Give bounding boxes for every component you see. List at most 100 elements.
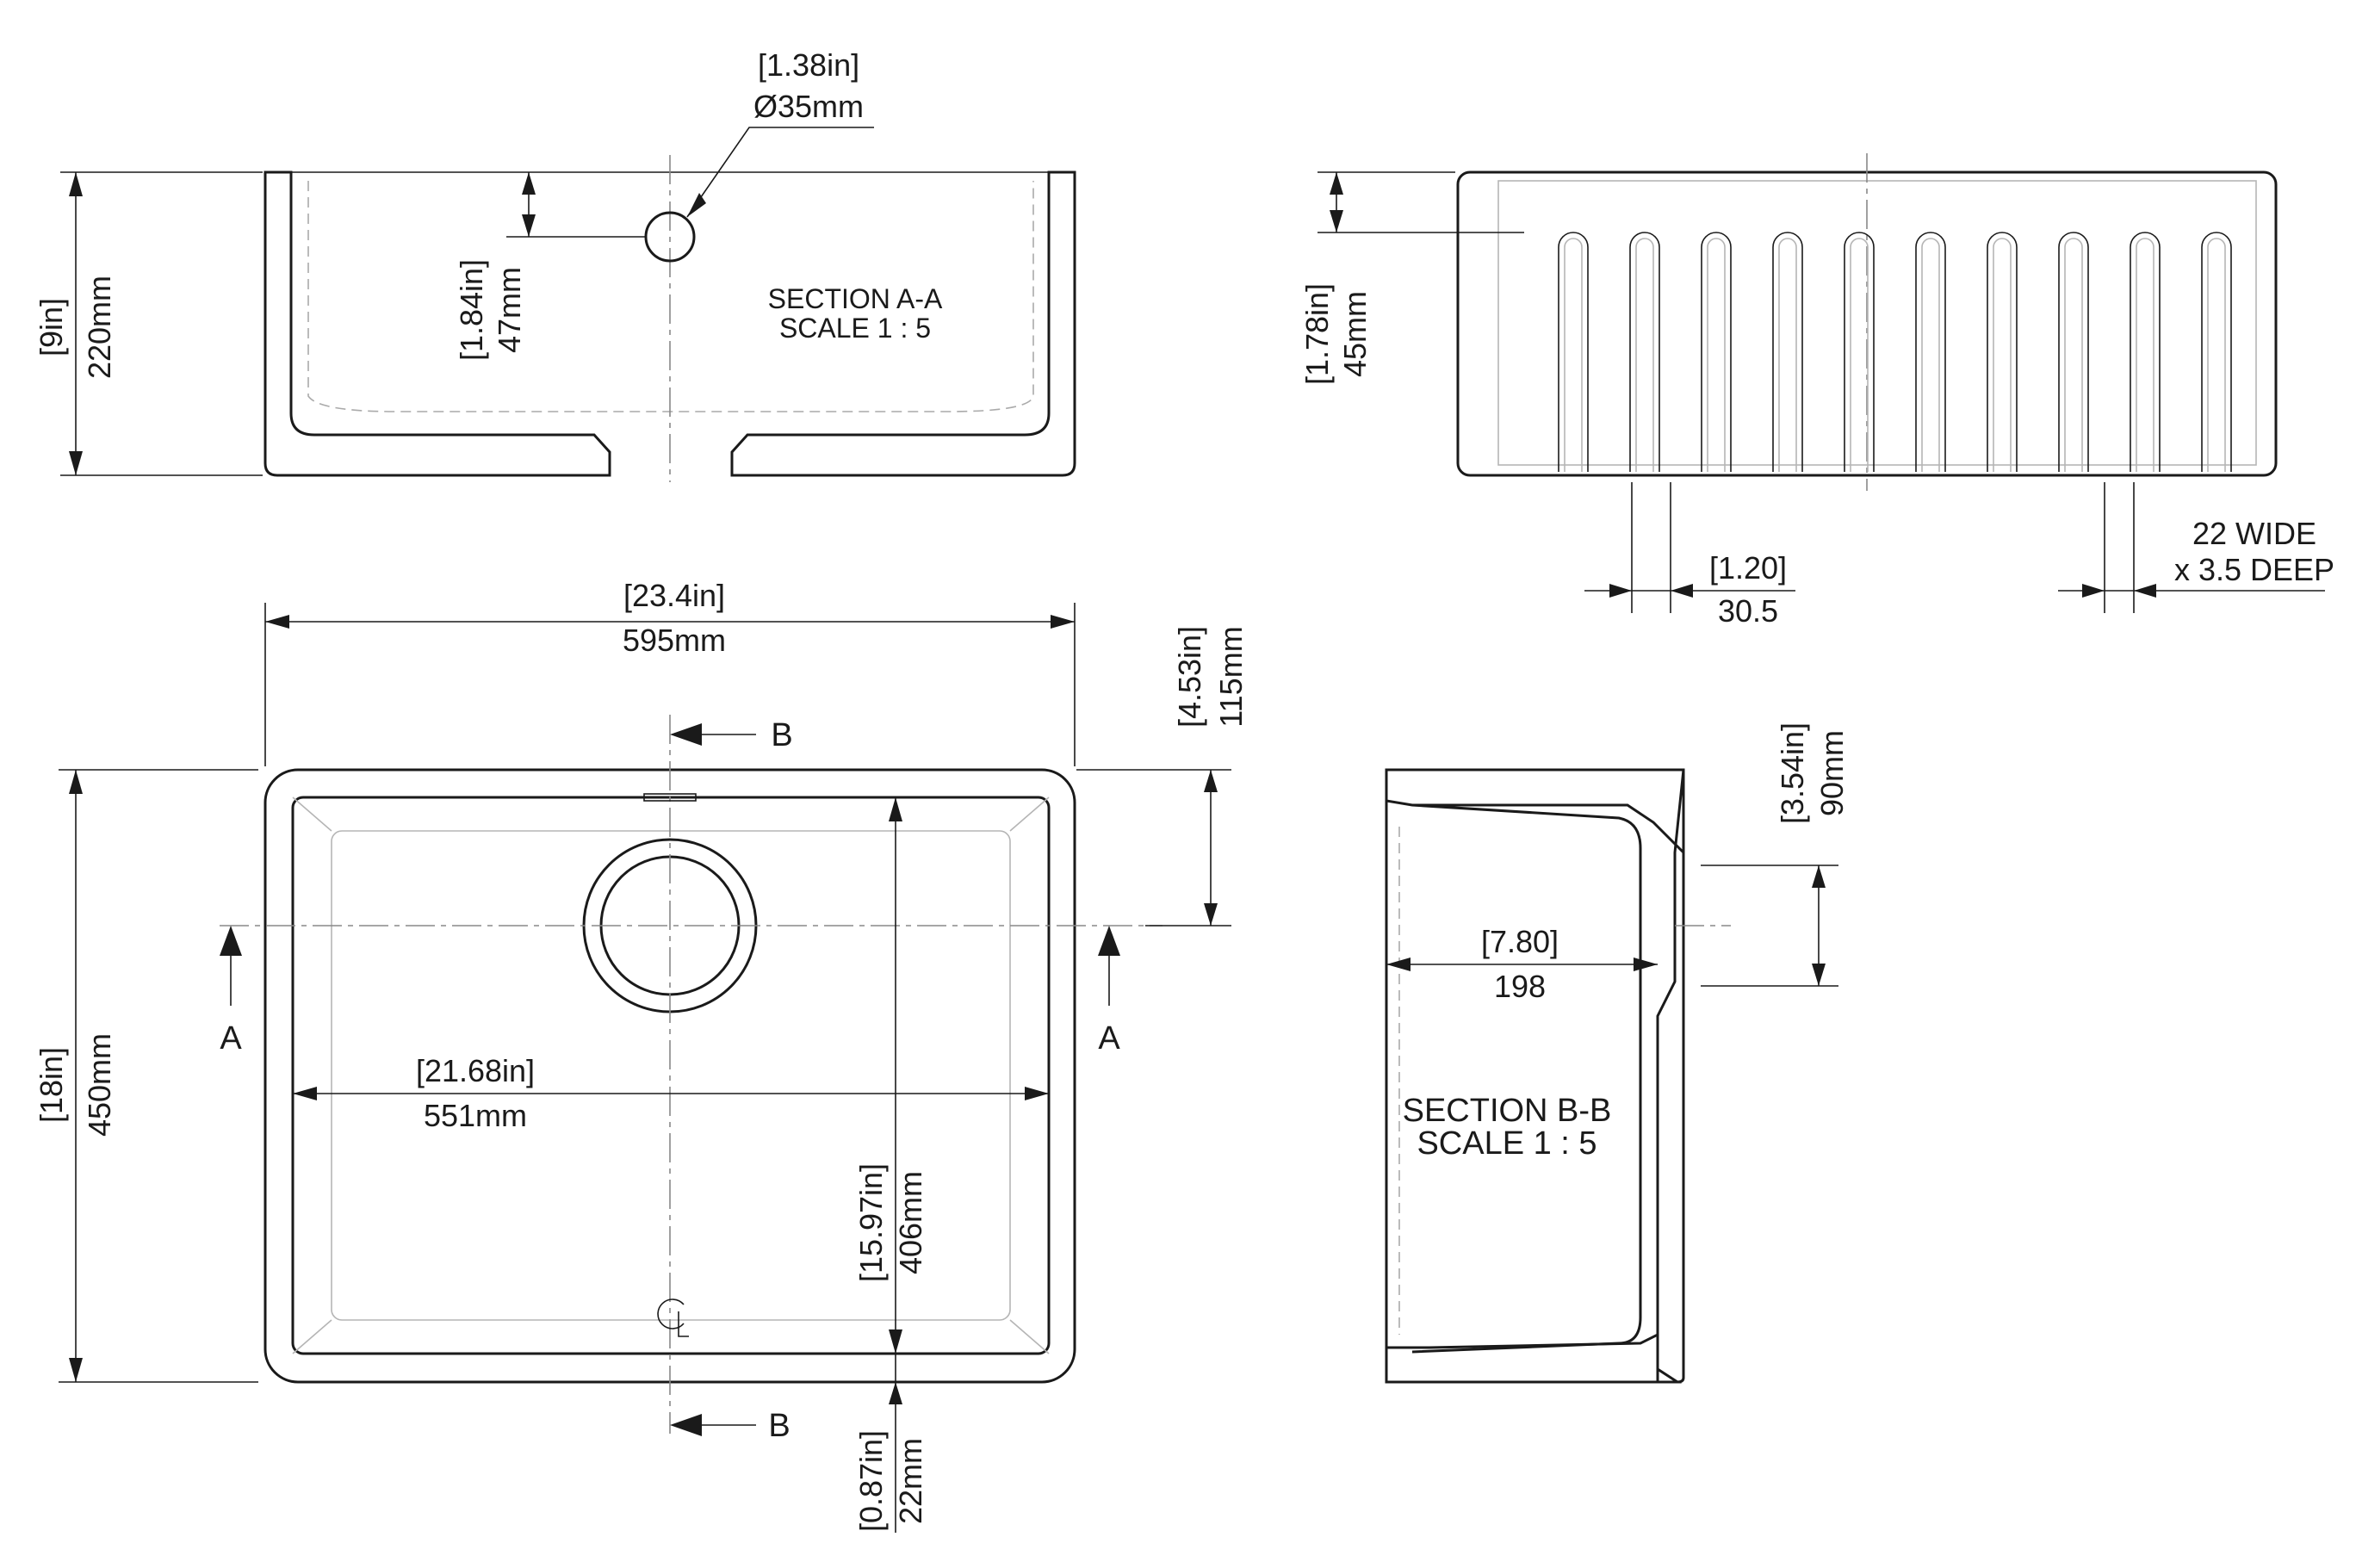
section-b-b-bottom-wall (1385, 1332, 1683, 1384)
flute-inner (1850, 238, 1869, 472)
section-mark-b-bottom: B (768, 1408, 790, 1444)
section-a-a-title: SECTION A-A (768, 283, 943, 314)
section-a-a-left-wall (264, 170, 611, 477)
flute (1558, 232, 1589, 472)
inner-width-mm: 551mm (424, 1098, 527, 1133)
flute-width-arrow-left (2082, 584, 2105, 598)
offset-arrow-bottom (1204, 903, 1218, 926)
section-b-b: [7.80] 198 [3.54in] 90mm SECTION B-B SCA… (1385, 722, 1850, 1384)
hole-depth-in: [1.84in] (454, 259, 489, 361)
flute (1915, 232, 1946, 472)
section-a-a-right-wall (730, 170, 1076, 477)
overflow-slot (643, 793, 697, 802)
section-mark-a-left: A (220, 1020, 242, 1057)
flute (1844, 232, 1875, 472)
bb-inner-in: [7.80] (1481, 924, 1559, 959)
bb-drop-in: [3.54in] (1775, 722, 1810, 824)
flute-inner (1635, 238, 1654, 472)
flute-size-line1: 22 WIDE (2192, 516, 2316, 551)
offset-arrow-top (1204, 770, 1218, 792)
section-mark-a-right: A (1098, 1020, 1120, 1057)
flute-size-line2: x 3.5 DEEP (2174, 552, 2334, 587)
flutes (1558, 232, 2232, 472)
section-a-a: [1.38in] Ø35mm [9in] 220mm [1.84in] 47mm… (34, 47, 1076, 482)
bb-inner-arrow-right (1634, 958, 1658, 971)
bb-drop-arrow-bottom (1812, 964, 1826, 986)
width-mm: 595mm (623, 623, 726, 658)
section-a-a-hidden-bowl (307, 181, 1034, 412)
flute-inner (2136, 238, 2154, 472)
flute-inner (1921, 238, 1940, 472)
flute-inner (1993, 238, 2012, 472)
plan-view: A A B B [23.4in] 595mm [4.53in] 115mm (34, 578, 1249, 1533)
hole-leader-arrow (687, 193, 706, 217)
flute (1701, 232, 1732, 472)
section-mark-b-top-arrow (670, 723, 702, 746)
bb-drop-arrow-top (1812, 865, 1826, 888)
flute (1629, 232, 1660, 472)
basin-floor (331, 830, 1011, 1321)
flute-inner (2064, 238, 2083, 472)
inner-depth-in: [15.97in] (853, 1163, 889, 1282)
flute-top-arrow-top (1330, 172, 1343, 195)
flute-width-arrow-right (2134, 584, 2156, 598)
section-b-b-front-wall (1656, 769, 1685, 1384)
hole-depth-arrow-top (522, 172, 536, 195)
flute (1987, 232, 2018, 472)
front-view: [1.78in] 45mm [1.20] 30.5 22 WIDE x 3.5 … (1299, 153, 2334, 629)
pitch-in: [1.20] (1709, 550, 1787, 586)
section-mark-a-right-arrow (1098, 926, 1120, 956)
basin-outline (291, 796, 1051, 1355)
flute-inner (1707, 238, 1726, 472)
hole-depth-mm: 47mm (492, 267, 527, 353)
hole-leader (686, 127, 874, 218)
depth-in: [18in] (34, 1047, 69, 1123)
section-b-b-scale: SCALE 1 : 5 (1417, 1125, 1596, 1162)
offset-mm: 115mm (1213, 626, 1249, 727)
flute (1772, 232, 1803, 472)
depth-arrow-top (69, 770, 83, 794)
inner-depth-arrow-top (889, 797, 902, 821)
section-b-b-title: SECTION B-B (1403, 1093, 1612, 1129)
front-panel-inner (1497, 180, 2257, 466)
hole-depth-arrow-bottom (522, 214, 536, 237)
flute-top-mm: 45mm (1337, 291, 1373, 377)
section-mark-b-bottom-arrow (670, 1414, 702, 1436)
width-in: [23.4in] (623, 578, 725, 613)
section-b-b-basin-inner (1411, 803, 1642, 1354)
offset-in: [4.53in] (1172, 626, 1207, 728)
height-arrow-bottom (69, 451, 83, 475)
flute (2130, 232, 2161, 472)
section-mark-a-left-arrow (220, 926, 242, 956)
basin-corner-bl (292, 1319, 332, 1354)
height-mm: 220mm (82, 276, 117, 379)
basin-corner-br (1009, 1319, 1050, 1354)
section-a-a-scale: SCALE 1 : 5 (779, 313, 931, 344)
hole-dim-mm: Ø35mm (753, 89, 864, 124)
pitch-arrow-left (1609, 584, 1632, 598)
pitch-mm: 30.5 (1718, 593, 1778, 629)
flute (2201, 232, 2232, 472)
width-arrow-left (265, 615, 289, 629)
basin-corner-tr (1009, 796, 1050, 832)
height-in: [9in] (34, 298, 69, 356)
centerline-symbol (657, 1298, 689, 1337)
bb-inner-mm: 198 (1494, 969, 1546, 1004)
inner-depth-mm: 406mm (893, 1171, 928, 1274)
depth-mm: 450mm (82, 1033, 117, 1137)
height-arrow-top (69, 172, 83, 196)
flute-inner (2207, 238, 2226, 472)
inner-depth-arrow-bottom (889, 1329, 902, 1354)
rim-in: [0.87in] (853, 1430, 889, 1532)
bb-drop-mm: 90mm (1814, 730, 1850, 816)
width-arrow-right (1051, 615, 1075, 629)
flute-inner (1778, 238, 1797, 472)
section-mark-b-top: B (771, 717, 792, 753)
pitch-arrow-right (1671, 584, 1693, 598)
bb-inner-arrow-left (1386, 958, 1410, 971)
inner-width-in: [21.68in] (416, 1053, 535, 1088)
flute-inner (1564, 238, 1583, 472)
flute-top-in: [1.78in] (1299, 283, 1335, 385)
inner-width-arrow-right (1025, 1087, 1049, 1100)
